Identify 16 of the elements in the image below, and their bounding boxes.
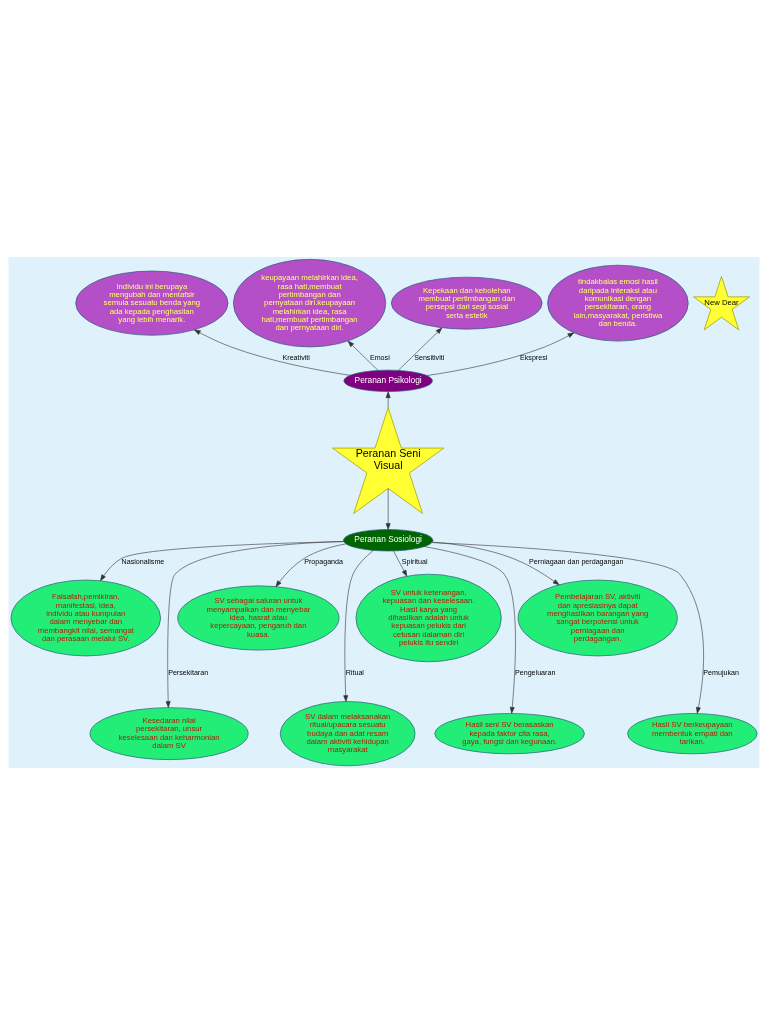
arrow bbox=[275, 543, 347, 587]
arrow bbox=[194, 329, 351, 376]
arrow bbox=[432, 541, 560, 585]
arrow bbox=[165, 540, 344, 708]
arrow bbox=[385, 390, 391, 408]
arrow bbox=[393, 550, 408, 576]
node-ellipse: Peranan Sosiologi bbox=[343, 528, 434, 551]
arrow bbox=[385, 487, 391, 530]
arrow bbox=[426, 331, 575, 376]
node-ellipse: Peranan Psikologi bbox=[343, 369, 433, 392]
arrow bbox=[100, 540, 344, 581]
arrow bbox=[431, 541, 704, 714]
arrow bbox=[424, 545, 516, 714]
arrow bbox=[397, 327, 443, 371]
arrow bbox=[347, 340, 379, 371]
arrow bbox=[343, 549, 374, 702]
